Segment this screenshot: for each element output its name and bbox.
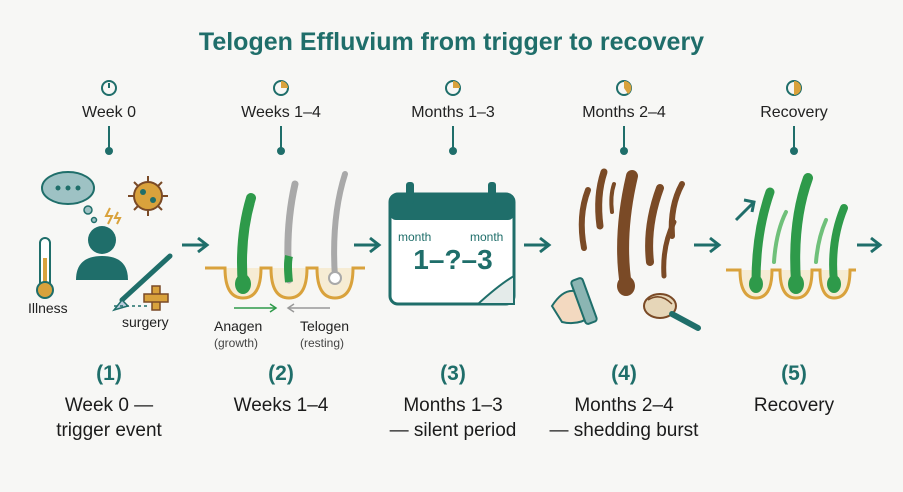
anagen-label: Anagen <box>214 318 263 334</box>
diagram-title: Telogen Effluvium from trigger to recove… <box>198 28 705 56</box>
trend-up-icon <box>734 198 756 222</box>
thought-bubble-icon <box>41 171 98 224</box>
timeline-pin-icon <box>105 126 113 155</box>
step-caption: Months 2–4 — shedding burst <box>529 393 719 443</box>
new-hair-icon <box>751 173 848 287</box>
step-number: (1) <box>96 362 122 385</box>
clock-icon <box>616 80 632 96</box>
calendar-range: 1–?–3 <box>413 244 493 275</box>
timeline-stage-1: Week 0 <box>24 78 194 156</box>
timeline-pin-icon <box>449 126 457 155</box>
calendar-month-right: month <box>470 230 504 244</box>
calendar-month-left: month <box>398 230 432 244</box>
step-caption-line: Week 0 — <box>64 395 154 416</box>
step-caption-line: — silent period <box>389 420 517 441</box>
step-number: (3) <box>440 362 466 385</box>
arrow-right-icon <box>354 236 382 254</box>
thermometer-icon <box>36 237 54 299</box>
step-caption: Months 1–3 — silent period <box>358 393 548 443</box>
step-number: (2) <box>268 362 294 385</box>
step-caption-line: Recovery <box>753 395 835 416</box>
virus-icon <box>128 176 168 216</box>
arrow-right-icon <box>857 236 883 254</box>
timeline-stage-3: Months 1–3 <box>368 78 538 156</box>
catagen-hair-icon <box>284 180 299 284</box>
telogen-label: Telogen <box>300 318 350 334</box>
stage-label: Months 2–4 <box>582 104 666 121</box>
cycle-arrows-icon <box>234 303 330 313</box>
step-number: (4) <box>611 362 637 385</box>
step-caption-line: Months 2–4 <box>574 395 674 416</box>
clock-icon <box>786 80 802 96</box>
timeline-pin-icon <box>277 126 285 155</box>
lightning-icon <box>104 207 122 225</box>
clock-icon <box>445 80 461 96</box>
step-caption: Weeks 1–4 <box>186 393 376 418</box>
arrow-right-icon <box>694 236 722 254</box>
anagen-hair-icon <box>235 193 256 294</box>
anagen-sublabel: (growth) <box>214 336 259 350</box>
step-caption-line: Months 1–3 <box>403 395 503 416</box>
illness-label: Illness <box>28 300 68 316</box>
stage-label: Week 0 <box>82 104 136 121</box>
clock-icon <box>273 80 289 96</box>
step-caption-line: trigger event <box>56 420 162 441</box>
hand-with-comb-icon <box>550 277 598 325</box>
hair-cycle-illustration <box>205 171 365 300</box>
trigger-illustration <box>36 171 173 312</box>
arrow-right-icon <box>524 236 552 254</box>
timeline-pin-icon <box>620 126 628 155</box>
telogen-hair-icon <box>328 171 348 285</box>
step-caption: Recovery <box>699 393 889 418</box>
falling-hair-icon <box>578 168 685 292</box>
telogen-sublabel: (resting) <box>300 336 345 350</box>
step-caption: Week 0 — trigger event <box>14 393 204 443</box>
stage-label: Recovery <box>760 104 828 121</box>
arrow-right-icon <box>182 236 210 254</box>
plus-icon <box>143 285 169 311</box>
surgery-label: surgery <box>122 314 169 330</box>
stage-label: Weeks 1–4 <box>241 104 321 121</box>
scalpel-icon <box>111 253 173 312</box>
timeline-stage-4: Months 2–4 <box>539 78 709 156</box>
step-number: (5) <box>781 362 807 385</box>
regrowth-illustration <box>726 173 856 300</box>
step-caption-line: Weeks 1–4 <box>233 395 329 416</box>
stage-label: Months 1–3 <box>411 104 495 121</box>
hairbrush-icon <box>643 293 701 331</box>
step-caption-line: — shedding burst <box>549 420 699 441</box>
timeline-stage-5: Recovery <box>709 78 879 156</box>
person-icon <box>76 226 128 280</box>
clock-icon <box>101 80 117 96</box>
calendar-icon <box>388 182 516 306</box>
shedding-illustration <box>550 168 701 331</box>
timeline-stage-2: Weeks 1–4 <box>196 78 366 156</box>
timeline-pin-icon <box>790 126 798 155</box>
